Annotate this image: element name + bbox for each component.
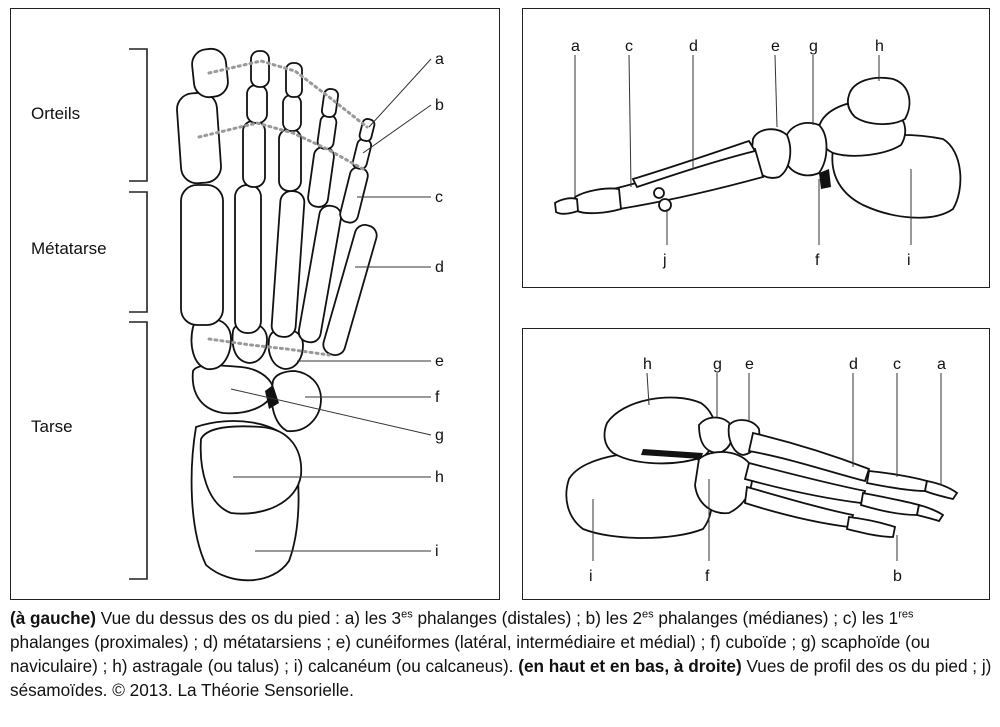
profile-top-label-h: h <box>875 38 884 55</box>
metatarsal-1 <box>180 184 224 326</box>
profile-top-panel: a c d e g h j f i <box>522 8 990 288</box>
region-tarse: Tarse <box>31 417 73 436</box>
label-c: c <box>435 189 443 206</box>
profile-bottom-label-e: e <box>745 356 754 373</box>
profile-bottom-label-a: a <box>937 356 946 373</box>
profile-bottom-label-c: c <box>893 356 901 373</box>
profile-top-label-i: i <box>907 252 911 269</box>
profile-top-metatarsal-2 <box>631 139 757 189</box>
talus-bone <box>199 425 302 515</box>
profile-top-navicular <box>784 122 828 177</box>
profile-bottom-label-f: f <box>705 568 710 585</box>
caption-left-label: (à gauche) <box>10 608 96 628</box>
toe5-proximal <box>339 166 369 224</box>
profile-top-label-d: d <box>689 38 698 55</box>
label-f: f <box>435 389 440 406</box>
profile-bottom-label-h: h <box>643 356 652 373</box>
profile-top-phalanx-proximal <box>574 187 622 215</box>
profile-bottom-label-d: d <box>849 356 858 373</box>
profile-bottom-label-i: i <box>589 568 593 585</box>
profile-bottom-phalanx-distal-1 <box>923 479 959 501</box>
toe3-middle <box>282 94 302 132</box>
profile-top-label-e: e <box>771 38 780 55</box>
profile-bottom-phalanx-5 <box>845 515 897 538</box>
profile-bottom-diagram: h g e d c a i f b <box>565 356 959 585</box>
profile-bottom-cuboid <box>694 451 753 515</box>
metatarsal-4 <box>297 204 343 344</box>
profile-top-label-g: g <box>809 38 818 55</box>
profile-top-phalanx-distal <box>554 197 579 215</box>
label-h: h <box>435 469 444 486</box>
profile-top-sesamoid <box>658 198 672 212</box>
cuboid-bone <box>270 370 322 432</box>
toe3-proximal <box>278 128 302 192</box>
label-e: e <box>435 353 444 370</box>
label-a: a <box>435 51 444 68</box>
profile-top-label-a: a <box>571 38 580 55</box>
toe4-proximal <box>307 146 335 208</box>
profile-top-label-f: f <box>815 252 820 269</box>
toe5-distal <box>358 118 376 142</box>
bracket-metatarse <box>129 191 148 313</box>
caption-right-label: (en haut et en bas, à droite) <box>518 656 742 676</box>
metatarsal-3 <box>270 190 306 338</box>
profile-bottom-metatarsal-1 <box>747 431 871 483</box>
toe2-middle <box>246 84 268 124</box>
label-g: g <box>435 427 444 444</box>
label-b: b <box>435 97 444 114</box>
profile-bottom-label-b: b <box>893 568 902 585</box>
medial-cuneiform-bone <box>190 318 232 370</box>
metatarsal-2 <box>234 184 262 334</box>
metatarsal-5 <box>322 224 378 356</box>
profile-top-label-c: c <box>625 38 633 55</box>
profile-bottom-panel: h g e d c a i f b <box>522 328 990 600</box>
toe2-proximal <box>242 120 266 188</box>
toe2-distal <box>250 50 270 88</box>
profile-top-label-j: j <box>662 252 667 269</box>
region-orteils: Orteils <box>31 104 80 123</box>
figure-caption: (à gauche) Vue du dessus des os du pied … <box>10 608 992 700</box>
profile-top-talus-head <box>847 76 911 125</box>
profile-bottom-calcaneus <box>565 451 714 539</box>
bracket-tarse <box>129 321 148 580</box>
label-d: d <box>435 259 444 276</box>
profile-top-diagram: a c d e g h j f i <box>554 38 962 269</box>
region-metatarse: Métatarse <box>31 239 107 258</box>
toe3-distal <box>285 62 303 98</box>
profile-bottom-phalanx-2 <box>859 491 921 516</box>
label-i: i <box>435 543 439 560</box>
top-view-diagram: Orteils Métatarse Tarse <box>31 47 444 582</box>
profile-bottom-label-g: g <box>713 356 722 373</box>
top-view-panel: Orteils Métatarse Tarse <box>10 8 500 600</box>
bracket-orteils <box>129 48 148 182</box>
